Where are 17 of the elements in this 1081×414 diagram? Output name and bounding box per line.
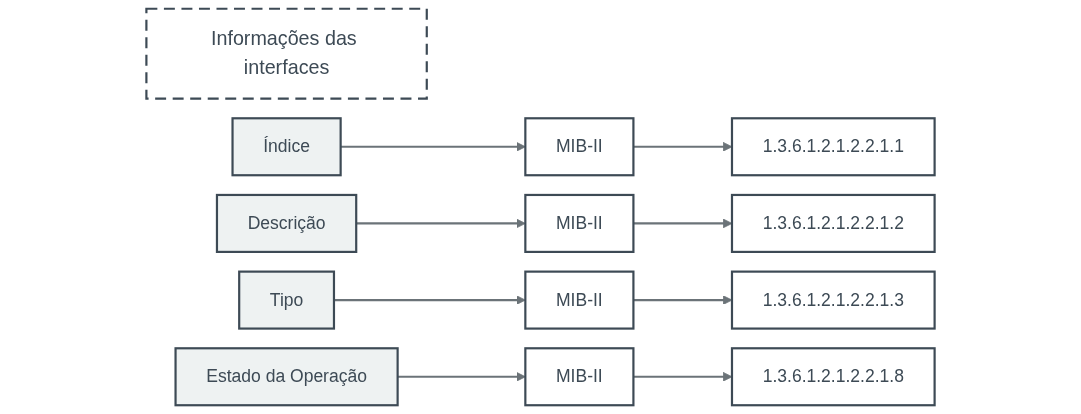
arrow [333,295,526,305]
node-box: Tipo [238,270,336,330]
node-box: 1.3.6.1.2.1.2.2.1.8 [730,347,936,407]
node-box: 1.3.6.1.2.1.2.2.1.1 [730,117,936,177]
node-box: MIB-II [524,347,635,407]
node-box: MIB-II [524,117,635,177]
node-box: 1.3.6.1.2.1.2.2.1.2 [730,193,936,253]
arrow [340,141,526,152]
arrow [397,371,526,382]
node-box: Informações das interfaces [145,7,428,100]
node-box: MIB-II [524,193,635,253]
node-box: 1.3.6.1.2.1.2.2.1.3 [730,270,936,330]
node-box: Descrição [215,193,358,253]
node-box: Índice [231,117,342,177]
node-box: MIB-II [524,270,635,330]
node-box: Estado da Operação [174,347,399,407]
arrow [356,218,526,229]
